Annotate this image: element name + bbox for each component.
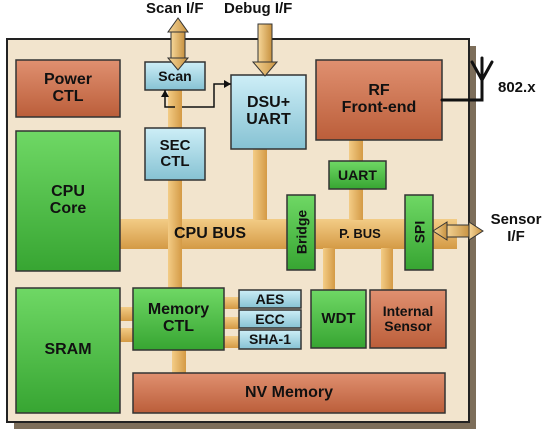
antenna-label: 802.x <box>498 79 536 96</box>
wdt-label: WDT <box>321 310 356 328</box>
aes-block <box>238 289 302 309</box>
bus-stub-wdt <box>323 248 335 290</box>
cpu-bus <box>95 219 457 249</box>
bus-stub-ecc <box>224 317 239 329</box>
wdt-block <box>310 289 367 349</box>
aes-label: AES <box>255 290 285 307</box>
scan-arrowhead <box>161 90 169 97</box>
debug-if-label: Debug I/F <box>224 0 293 17</box>
bus-stub-sram-b <box>120 328 134 342</box>
ecc-block <box>238 309 302 329</box>
uart-label: UART <box>338 166 377 183</box>
sha1-label: SHA-1 <box>248 331 291 348</box>
scan-if-arrow <box>166 17 190 71</box>
sec-ctl-label: SEC CTL <box>159 137 191 170</box>
nv-memory-label: NV Memory <box>244 383 334 401</box>
dsu-uart-block <box>230 74 307 150</box>
memory-ctl-block <box>132 287 225 351</box>
spi-block <box>404 194 434 271</box>
bus-stub-dsu <box>253 148 267 220</box>
internal-sensor-block <box>369 289 447 349</box>
power-ctl-block <box>15 59 121 118</box>
cpu-bus-label: CPU BUS <box>173 224 246 242</box>
rf-frontend-block <box>315 59 443 141</box>
antenna-icon <box>440 56 494 102</box>
spi-label: SPI <box>411 220 428 244</box>
bridge-label: Bridge <box>293 209 310 255</box>
p-bus-label: P. BUS <box>339 226 381 242</box>
sram-label: SRAM <box>44 341 92 359</box>
bus-stub-rf-uart <box>349 140 363 162</box>
debug-if-arrow <box>251 23 279 77</box>
power-ctl-label: Power CTL <box>43 70 92 105</box>
cpu-core-block <box>15 130 121 272</box>
sha1-block <box>238 329 302 350</box>
memory-ctl-label: Memory CTL <box>147 301 210 335</box>
sec-to-dsu-connector <box>182 83 231 108</box>
nv-memory-block <box>132 372 446 414</box>
uart-block <box>328 160 387 190</box>
bus-stub-sram-a <box>120 307 134 321</box>
dsu-uart-label: DSU+ UART <box>246 94 291 128</box>
ecc-label: ECC <box>255 310 285 327</box>
sram-block <box>15 287 121 414</box>
scan-if-label: Scan I/F <box>146 0 204 17</box>
sensor-if-arrow <box>432 221 484 241</box>
bus-stub-aes <box>224 297 239 309</box>
rf-frontend-label: RF Front-end <box>341 82 417 116</box>
scan-label: Scan <box>158 67 192 84</box>
sensor-if-label: Sensor I/F <box>490 211 542 245</box>
bridge-block <box>286 194 316 271</box>
bus-stub-sha <box>224 336 239 348</box>
bus-stub-sensor <box>381 248 393 290</box>
bus-stub-nv <box>172 350 186 375</box>
cpu-core-label: CPU Core <box>49 183 87 217</box>
dsu-arrowhead <box>224 80 231 88</box>
bus-stub-uart <box>349 188 363 220</box>
internal-sensor-label: Internal Sensor <box>382 303 434 334</box>
bus-stub-sec-mem <box>168 180 182 288</box>
sec-ctl-block <box>144 127 206 181</box>
